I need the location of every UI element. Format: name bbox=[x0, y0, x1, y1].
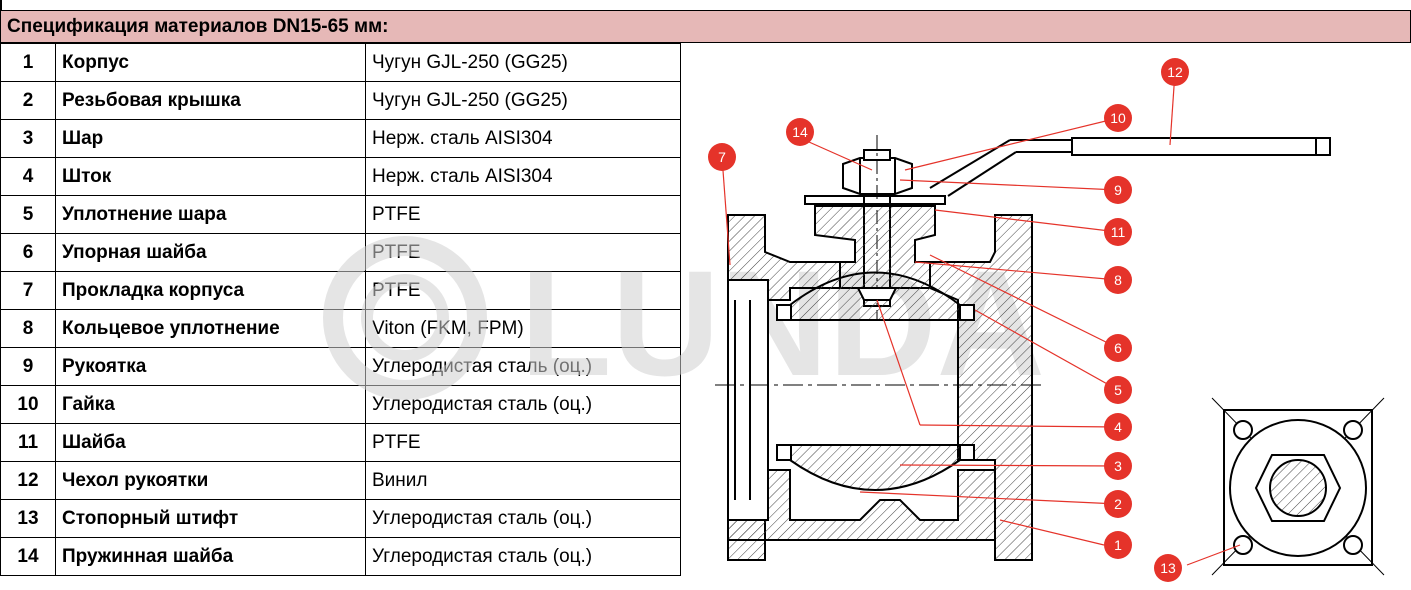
callout-badge bbox=[1104, 334, 1132, 362]
end-view bbox=[1211, 397, 1385, 576]
callout-number: 8 bbox=[1114, 272, 1122, 288]
callout-number: 9 bbox=[1114, 182, 1122, 198]
callout-number: 3 bbox=[1114, 458, 1122, 474]
callout-number: 10 bbox=[1110, 110, 1126, 126]
callout-number: 7 bbox=[718, 149, 726, 165]
part-name: Уплотнение шара bbox=[55, 195, 366, 234]
valve-body bbox=[727, 205, 1033, 561]
material-name: PTFE bbox=[365, 195, 681, 234]
part-name: Чехол рукоятки bbox=[55, 461, 366, 500]
callout-badge bbox=[1161, 58, 1189, 86]
part-name: Кольцевое уплотнение bbox=[55, 309, 366, 348]
part-name: Стопорный штифт bbox=[55, 499, 366, 538]
part-name: Пружинная шайба bbox=[55, 537, 366, 576]
callout-number: 4 bbox=[1114, 419, 1122, 435]
callout-badge bbox=[708, 143, 736, 171]
callout-number: 13 bbox=[1160, 560, 1176, 576]
callout-badge bbox=[1104, 218, 1132, 246]
row-number: 13 bbox=[0, 499, 56, 538]
material-name: Углеродистая сталь (оц.) bbox=[365, 537, 681, 576]
callout-badge bbox=[1104, 531, 1132, 559]
top-border bbox=[0, 0, 1411, 10]
part-name: Шток bbox=[55, 157, 366, 196]
row-number: 7 bbox=[0, 271, 56, 310]
material-name: Нерж. сталь AISI304 bbox=[365, 119, 681, 158]
spec-title: Спецификация материалов DN15-65 мм: bbox=[7, 15, 389, 37]
callout-badge bbox=[786, 118, 814, 146]
callout-number: 12 bbox=[1167, 64, 1183, 80]
material-name: Чугун GJL-250 (GG25) bbox=[365, 43, 681, 82]
stem-nut bbox=[842, 135, 913, 320]
part-name: Шайба bbox=[55, 423, 366, 462]
row-number: 1 bbox=[0, 43, 56, 82]
row-number: 10 bbox=[0, 385, 56, 424]
callout-number: 11 bbox=[1111, 224, 1126, 240]
spec-header: Спецификация материалов DN15-65 мм: bbox=[0, 10, 1411, 43]
material-name: Углеродистая сталь (оц.) bbox=[365, 499, 681, 538]
material-name: Чугун GJL-250 (GG25) bbox=[365, 81, 681, 120]
row-number: 2 bbox=[0, 81, 56, 120]
row-number: 14 bbox=[0, 537, 56, 576]
row-number: 5 bbox=[0, 195, 56, 234]
row-number: 12 bbox=[0, 461, 56, 500]
callout-badge bbox=[1104, 266, 1132, 294]
callout-badge bbox=[1104, 452, 1132, 480]
material-name: PTFE bbox=[365, 423, 681, 462]
callout-badge bbox=[1104, 104, 1132, 132]
material-name: Нерж. сталь AISI304 bbox=[365, 157, 681, 196]
callout-badge bbox=[1104, 490, 1132, 518]
callout-badge bbox=[1154, 554, 1182, 582]
callout-badge bbox=[1104, 376, 1132, 404]
callout-number: 5 bbox=[1114, 382, 1122, 398]
handle bbox=[804, 137, 1331, 205]
callout-badge bbox=[1104, 176, 1132, 204]
part-name: Резьбовая крышка bbox=[55, 81, 366, 120]
part-name: Корпус bbox=[55, 43, 366, 82]
callout-number: 14 bbox=[792, 124, 808, 140]
callout-badge bbox=[1104, 413, 1132, 441]
callout-number: 1 bbox=[1114, 537, 1122, 553]
ball bbox=[715, 271, 1045, 491]
callout-number: 6 bbox=[1114, 340, 1122, 356]
row-number: 4 bbox=[0, 157, 56, 196]
callout-number: 2 bbox=[1114, 496, 1122, 512]
